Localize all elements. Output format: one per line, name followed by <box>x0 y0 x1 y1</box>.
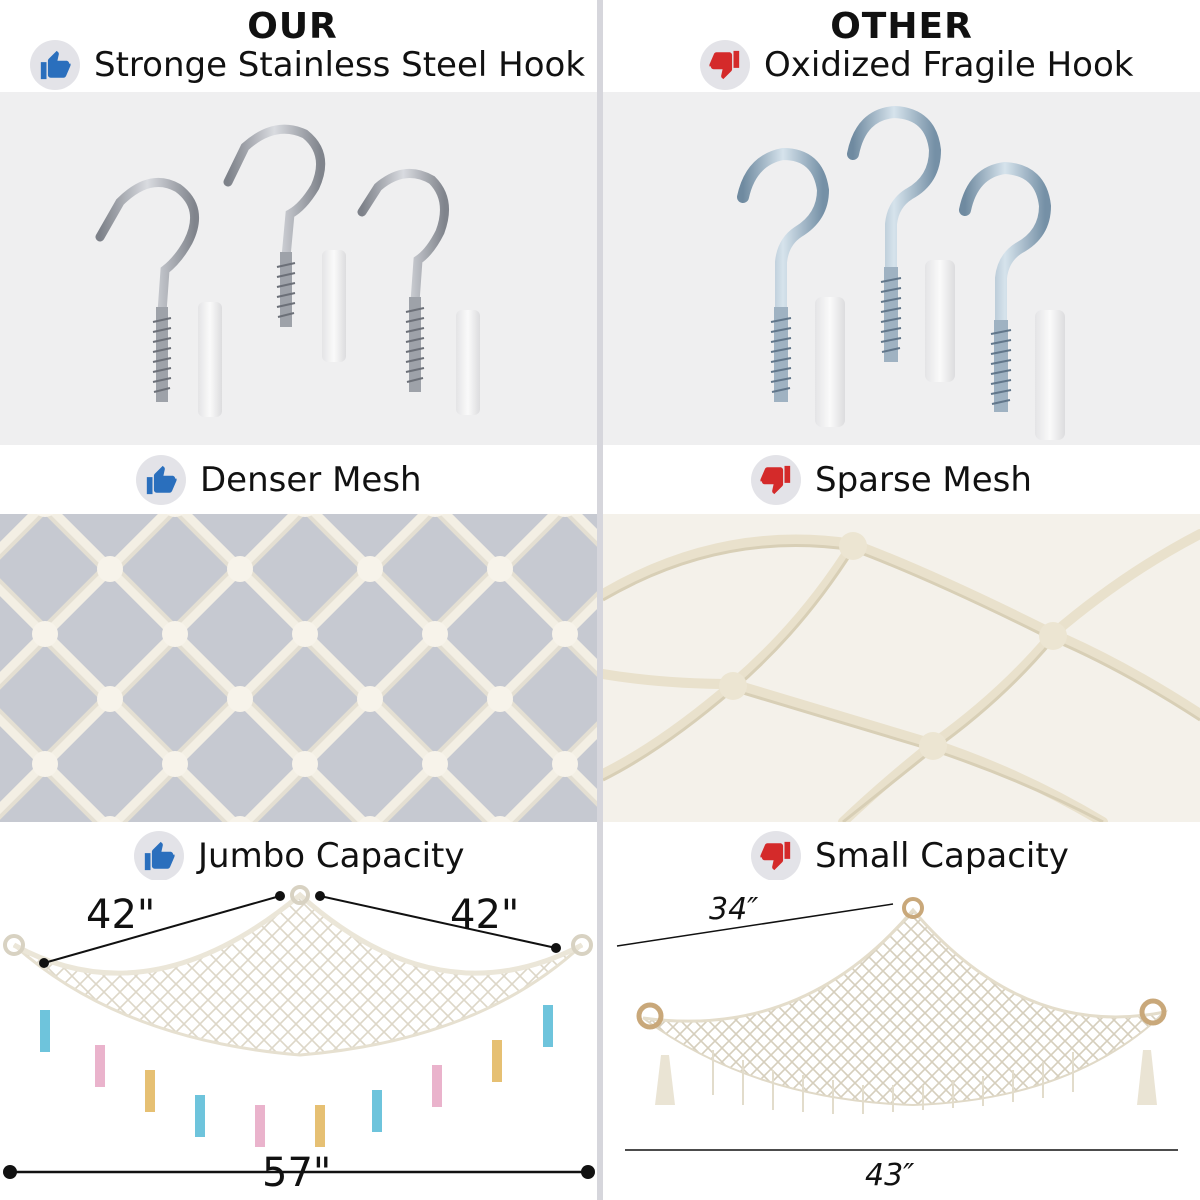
hook-heading-other: Oxidized Fragile Hook <box>700 40 1133 90</box>
wall-anchor-3 <box>456 310 480 415</box>
sparse-mesh-photo <box>603 514 1200 822</box>
small-net-photo: 34″ 43″ <box>603 880 1200 1200</box>
thumbs-down-icon <box>700 40 750 90</box>
hook-3 <box>357 168 449 392</box>
column-divider <box>597 0 603 1200</box>
jumbo-net-photo: 42" 42" 57" <box>0 880 597 1200</box>
hook-1 <box>737 147 830 402</box>
thumbs-up-icon <box>30 40 80 90</box>
other-product-column: OTHER Oxidized Fragile Hook <box>603 0 1200 1200</box>
hook-2 <box>847 105 942 362</box>
oxidized-hooks-photo <box>603 92 1200 445</box>
thumbs-down-icon <box>751 455 801 505</box>
wall-anchor-3 <box>1035 310 1065 440</box>
wall-anchor-2 <box>925 260 955 382</box>
dimension-side: 34″ <box>709 892 759 927</box>
other-brand-label: OTHER <box>830 6 973 47</box>
capacity-heading-other: Small Capacity <box>751 831 1069 881</box>
stainless-hooks-photo <box>0 92 597 445</box>
our-product-column: OUR Stronge Stainless Steel Hook <box>0 0 597 1200</box>
hook-2 <box>223 124 326 327</box>
wall-anchor-1 <box>815 297 845 427</box>
capacity-heading-text: Jumbo Capacity <box>198 836 465 876</box>
dimension-right-side: 42" <box>450 892 520 938</box>
our-brand-label: OUR <box>247 6 338 47</box>
mesh-heading-other: Sparse Mesh <box>751 455 1032 505</box>
dense-mesh-photo <box>0 514 597 822</box>
tassels <box>40 1005 553 1147</box>
dimension-width: 57" <box>262 1150 332 1196</box>
hook-1 <box>95 177 199 402</box>
thumbs-up-icon <box>134 831 184 881</box>
dimension-left-side: 42" <box>86 892 156 938</box>
hook-3 <box>959 161 1052 412</box>
wall-anchor-2 <box>322 250 346 362</box>
thumbs-down-icon <box>751 831 801 881</box>
mesh-heading-text: Denser Mesh <box>200 460 422 500</box>
mesh-heading-text: Sparse Mesh <box>815 460 1032 500</box>
hook-heading-our: Stronge Stainless Steel Hook <box>30 40 585 90</box>
capacity-heading-our: Jumbo Capacity <box>134 831 464 881</box>
hook-heading-text: Oxidized Fragile Hook <box>764 45 1134 85</box>
wall-anchor-1 <box>198 302 222 417</box>
dimension-width: 43″ <box>865 1158 915 1193</box>
capacity-heading-text: Small Capacity <box>815 836 1069 876</box>
mesh-heading-our: Denser Mesh <box>136 455 422 505</box>
thumbs-up-icon <box>136 455 186 505</box>
hook-heading-text: Stronge Stainless Steel Hook <box>94 45 586 85</box>
